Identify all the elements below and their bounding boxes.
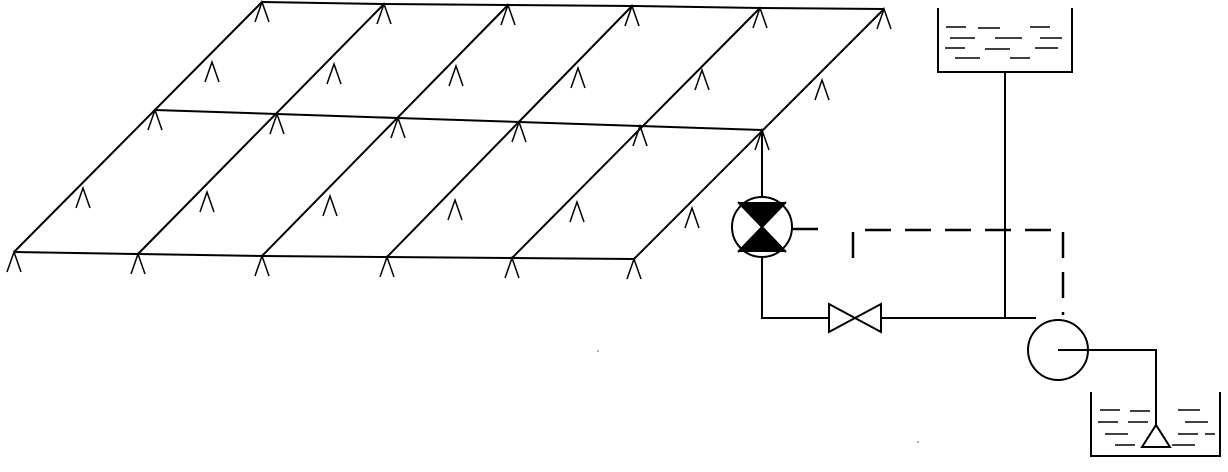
grid-pipe-front: [13, 251, 635, 260]
sprinkler-head-icon: [130, 251, 146, 275]
sprinkler-head-icon: [684, 205, 700, 229]
sprinkler-head-icon: [322, 193, 338, 217]
grid-crossline-6: [633, 8, 885, 260]
sprinkler-head-icon: [6, 249, 22, 273]
sprinkler-head-icon: [448, 63, 464, 87]
sprinkler-heads: [6, 0, 892, 280]
sprinkler-head-icon: [379, 254, 395, 278]
sprinkler-head-icon: [326, 61, 342, 85]
control-signal-line-2: [851, 228, 1065, 315]
speck-dot: [917, 441, 919, 443]
foot-valve-icon: [1140, 423, 1172, 448]
sprinkler-head-icon: [570, 65, 586, 89]
sprinkler-head-icon: [147, 107, 163, 131]
sprinkler-head-icon: [500, 2, 516, 26]
sprinkler-head-icon: [390, 115, 406, 139]
grid-crossline-2: [137, 3, 385, 255]
sprinkler-head-icon: [626, 256, 642, 280]
sprinkler-head-icon: [569, 199, 585, 223]
sprinkler-head-icon: [376, 1, 392, 25]
suction-pipe: [1088, 349, 1157, 425]
elevated-tank: [937, 8, 1073, 73]
pump-icon: [1027, 319, 1089, 381]
gate-valve-icon: [828, 302, 882, 334]
sprinkler-head-icon: [269, 111, 285, 135]
sprinkler-head-icon: [447, 197, 463, 221]
sprinkler-head-icon: [624, 3, 640, 27]
control-valve-icon: [731, 196, 793, 258]
sprinkler-head-icon: [204, 59, 220, 83]
source-reservoir: [1090, 392, 1221, 457]
sprinkler-head-icon: [752, 5, 768, 29]
sprinkler-head-icon: [814, 77, 830, 101]
grid-crossline-5: [511, 7, 761, 259]
grid-crossline-3: [261, 4, 509, 257]
grid-pipe-back: [261, 1, 885, 10]
sprinkler-head-icon: [511, 119, 527, 143]
sprinkler-head-icon: [876, 6, 892, 30]
sprinkler-head-icon: [504, 255, 520, 279]
reservoir-water-icon: [1098, 409, 1215, 446]
sprinkler-head-icon: [254, 253, 270, 277]
sprinkler-head-icon: [694, 67, 710, 91]
grid-crossline-4: [386, 5, 633, 258]
valve-outlet-pipe: [761, 257, 829, 319]
sprinkler-head-icon: [632, 123, 648, 147]
sprinkler-pipe-grid: [13, 1, 885, 260]
speck-dot: [597, 350, 599, 352]
grid-pipe-middle: [154, 109, 763, 131]
grid-crossline-1: [13, 1, 263, 253]
tank-water-icon: [945, 26, 1062, 59]
sprinkler-head-icon: [199, 189, 215, 213]
sprinkler-head-icon: [254, 0, 270, 23]
sprinkler-head-icon: [75, 185, 91, 209]
